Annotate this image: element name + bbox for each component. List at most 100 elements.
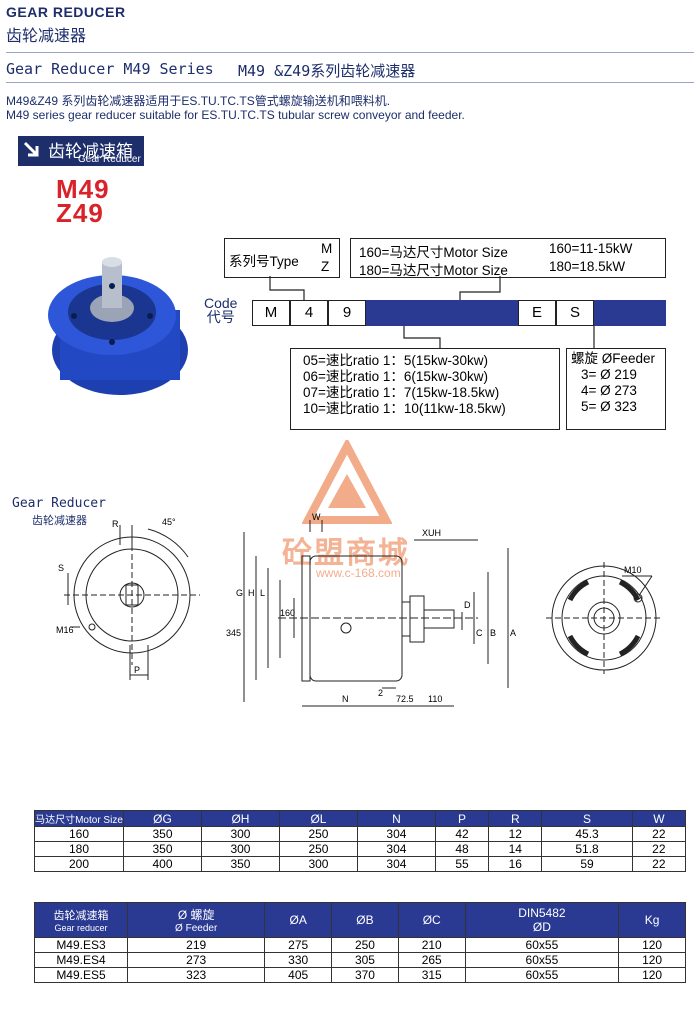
label-w: W: [312, 512, 321, 522]
header-line-1: 齿轮减速箱: [53, 910, 109, 922]
ratio-line-07: 07=速比ratio 1：7(15kw-18.5kw): [303, 385, 500, 400]
table-cell: 160: [34, 826, 124, 842]
code-cell-3: 9: [328, 300, 366, 326]
series-option-m: M: [321, 241, 333, 256]
header-line-2: Gear reducer: [54, 923, 108, 933]
header-line-1: ØB: [356, 913, 374, 927]
motor-line-2-right: 180=18.5kW: [549, 259, 626, 274]
table-cell: 350: [123, 841, 202, 857]
table-cell: 200: [34, 856, 124, 872]
label-h: H: [248, 588, 255, 598]
header-s: S: [541, 810, 633, 827]
code-label: Code 代号: [204, 296, 237, 324]
table-cell: 275: [264, 937, 333, 953]
label-160: 160: [280, 608, 295, 618]
feeder-box: 螺旋 ØFeeder 3= Ø 219 4= Ø 273 5= Ø 323: [566, 348, 666, 430]
table-cell: 120: [618, 937, 686, 953]
motor-line-1-left: 160=马达尺寸Motor Size: [359, 245, 508, 260]
intro-cn: M49&Z49 系列齿轮减速器适用于ES.TU.TC.TS管式螺旋输送机和喂料机…: [6, 94, 391, 108]
table-cell: 300: [200, 841, 280, 857]
label-n: N: [342, 694, 349, 704]
motor-line-1-right: 160=11-15kW: [549, 241, 633, 256]
label-g: G: [236, 588, 243, 598]
table-cell: 42: [434, 826, 490, 842]
feeder-line-3: 3= Ø 219: [581, 367, 637, 382]
series-box: 系列号Type M Z: [224, 238, 340, 278]
table-cell: 250: [331, 937, 399, 953]
label-72-5: 72.5: [396, 694, 414, 704]
code-label-cn: 代号: [206, 309, 235, 325]
table-cell: 45.3: [541, 826, 633, 842]
label-m16: M16: [56, 625, 74, 635]
code-cell-5: [404, 300, 442, 326]
table-cell: 323: [126, 967, 266, 983]
subtitle-cn: M49 &Z49系列齿轮减速器: [238, 62, 416, 80]
table-cell: 304: [356, 856, 436, 872]
table-cell: 273: [126, 952, 266, 968]
table-cell: 300: [200, 826, 280, 842]
motor-line-2-left: 180=马达尺寸Motor Size: [359, 263, 508, 278]
table-cell: 315: [397, 967, 466, 983]
header-line-2: Ø Feeder: [175, 923, 218, 934]
label-345: 345: [226, 628, 241, 638]
header-line-2: ØD: [532, 920, 551, 934]
code-cell-10: [594, 300, 666, 326]
series-option-z: Z: [321, 259, 330, 274]
feeder-line-4: 4= Ø 273: [581, 383, 637, 398]
table-cell: 60x55: [464, 967, 620, 983]
watermark-logo-icon: [302, 440, 392, 524]
code-cell-2: 4: [290, 300, 328, 326]
badge-cn: 齿轮减速箱: [48, 142, 133, 161]
motor-table-header: 马达尺寸Motor Size ØG ØH ØL N P R S W: [34, 810, 687, 827]
label-c: C: [476, 628, 483, 638]
table-cell: 60x55: [464, 937, 620, 953]
badge-en: Gear Reducer: [78, 154, 141, 165]
feeder-line-5: 5= Ø 323: [581, 399, 637, 414]
ratio-line-05: 05=速比ratio 1：5(15kw-30kw): [303, 353, 488, 368]
label-l: L: [260, 588, 265, 598]
ratio-line-10: 10=速比ratio 1：10(11kw-18.5kw): [303, 401, 506, 416]
table-cell: 14: [488, 841, 543, 857]
page-title-cn: 齿轮减速器: [6, 28, 87, 45]
label-s: S: [58, 563, 64, 573]
code-cell-4: [366, 300, 404, 326]
code-label-en: Code: [204, 295, 238, 311]
table-cell: 55: [434, 856, 490, 872]
code-cell-9: S: [556, 300, 594, 326]
table-cell: 304: [356, 841, 436, 857]
table-cell: 350: [200, 856, 280, 872]
feeder-title: 螺旋 ØFeeder: [571, 351, 656, 366]
table-cell: 22: [631, 856, 687, 872]
header-line-1: ØA: [289, 913, 307, 927]
table-cell: 120: [618, 967, 686, 983]
header-kg: Kg: [618, 902, 686, 938]
label-a: A: [510, 628, 516, 638]
table-cell: 300: [278, 856, 358, 872]
header-p: P: [434, 810, 490, 827]
label-r: R: [112, 519, 119, 529]
watermark-url: www.c-168.com: [316, 566, 401, 580]
label-p: P: [134, 665, 140, 675]
header-line-1: Kg: [644, 913, 660, 927]
header-line-1: Ø 螺旋: [177, 908, 215, 922]
table-cell: 51.8: [541, 841, 633, 857]
header-line-1: DIN5482: [518, 906, 566, 920]
label-45: 45°: [162, 517, 176, 527]
table-cell: 120: [618, 952, 686, 968]
end-view-drawing: M10: [546, 562, 662, 674]
table-cell: 400: [123, 856, 202, 872]
table-cell: 16: [488, 856, 543, 872]
label-d: D: [464, 600, 471, 610]
header-b: ØB: [331, 902, 399, 938]
table-cell: 250: [278, 841, 358, 857]
table-cell: 250: [278, 826, 358, 842]
label-b: B: [490, 628, 496, 638]
